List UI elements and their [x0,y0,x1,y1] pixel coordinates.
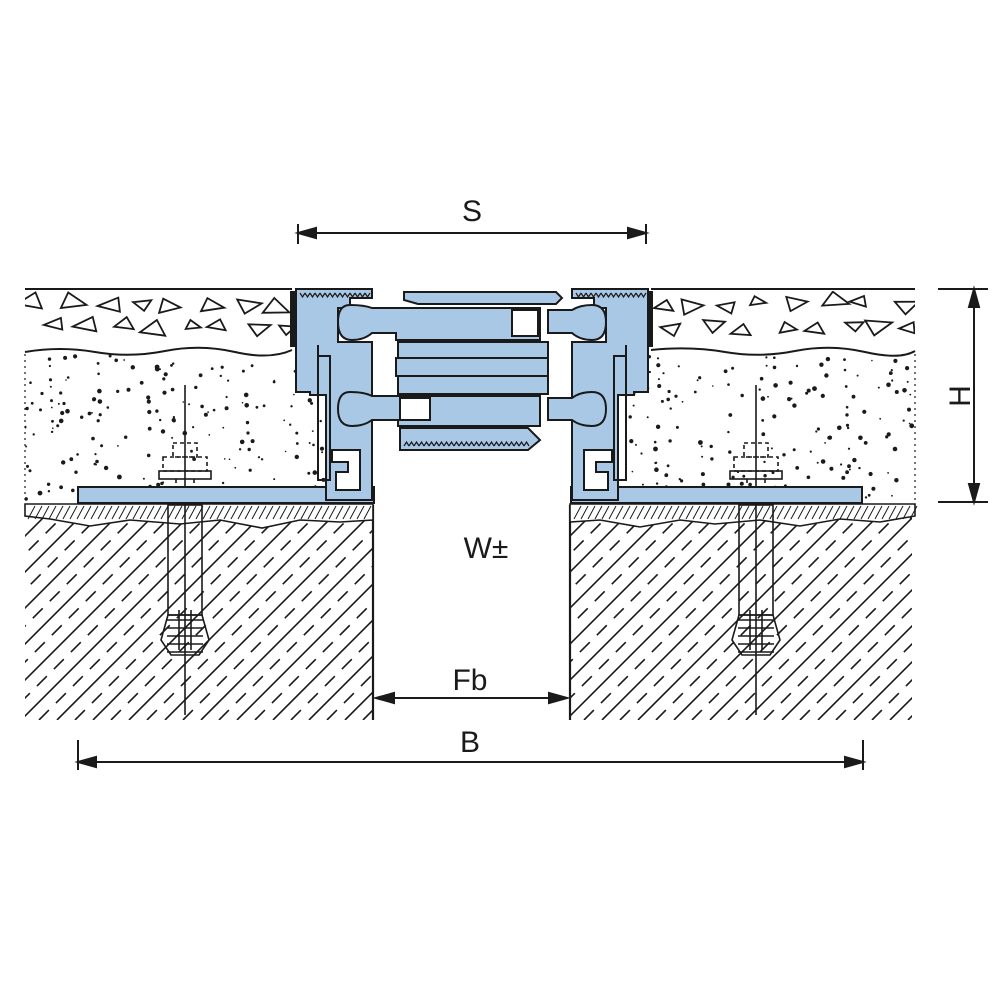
dimension-s [294,224,650,244]
floor-finish-left [24,288,295,357]
concrete-slab-right [568,505,912,720]
dimension-label-h: H [944,385,977,407]
leveling-layer-right [569,503,918,528]
floor-finish-right [648,288,916,357]
dimension-fb [372,691,571,705]
dimension-label-w: W± [464,532,509,565]
aluminium-profile-left [77,288,375,504]
aluminium-profile-right [570,288,863,504]
leveling-layer-left [24,503,374,529]
anchor-bolt-right [729,385,783,715]
dimension-label-b: B [460,726,480,759]
dimension-label-fb: Fb [452,664,487,697]
center-insert [336,291,608,451]
dimension-label-s: S [462,195,482,228]
anchor-bolt-left [158,385,212,715]
screed-right [628,354,916,504]
screed-left [24,354,325,504]
dimension-b [74,740,867,770]
concrete-slab-left [25,505,375,720]
dimension-h [938,285,988,506]
